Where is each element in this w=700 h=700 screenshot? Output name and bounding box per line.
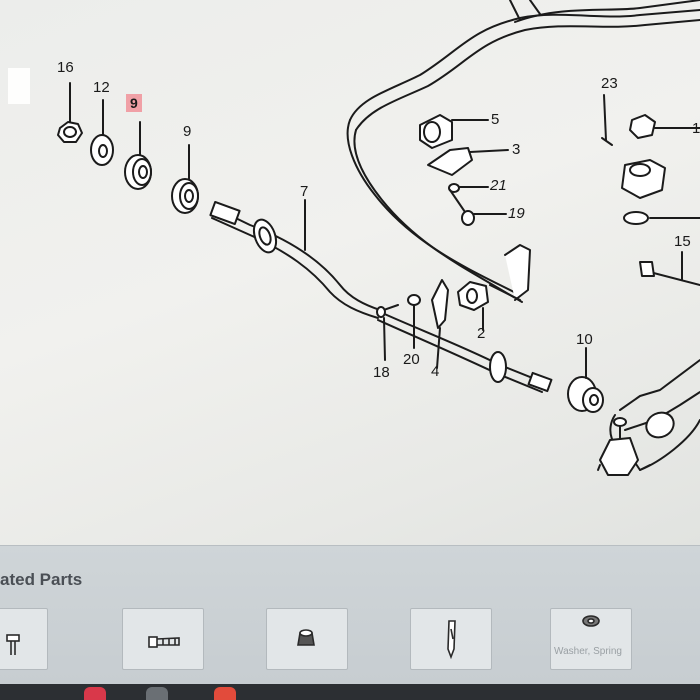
related-part-caption: Washer, Spring xyxy=(554,646,622,657)
related-part-thumb-bolt[interactable] xyxy=(0,608,48,670)
callout-19[interactable]: 19 xyxy=(508,205,525,222)
callout-1[interactable]: 1 xyxy=(692,120,700,137)
callout-3[interactable]: 3 xyxy=(512,141,521,158)
bracket-icon xyxy=(447,620,456,660)
bolt-icon xyxy=(6,634,20,655)
related-parts-heading: ated Parts xyxy=(0,570,83,589)
washer-icon xyxy=(582,615,600,627)
related-part-thumb-screw[interactable] xyxy=(122,608,204,670)
related-part-thumb-bracket[interactable] xyxy=(410,608,492,670)
callout-15[interactable]: 15 xyxy=(674,233,691,250)
related-part-thumb-nut[interactable] xyxy=(266,608,348,670)
callout-2[interactable]: 2 xyxy=(477,325,486,342)
callout-18[interactable]: 18 xyxy=(373,364,390,381)
callout-4[interactable]: 4 xyxy=(431,363,440,380)
callout-5[interactable]: 5 xyxy=(491,111,500,128)
screw-icon xyxy=(148,636,180,648)
callout-23[interactable]: 23 xyxy=(601,75,618,92)
taskbar-app-gray-icon[interactable] xyxy=(146,687,168,700)
callout-9-highlighted[interactable]: 9 xyxy=(126,94,142,112)
callout-9[interactable]: 9 xyxy=(183,123,192,140)
callout-7[interactable]: 7 xyxy=(300,183,309,200)
taskbar-app-red-icon[interactable] xyxy=(84,687,106,700)
taskbar xyxy=(0,684,700,700)
nut-icon xyxy=(297,629,315,646)
callout-21[interactable]: 21 xyxy=(490,177,507,194)
callout-10[interactable]: 10 xyxy=(576,331,593,348)
callout-16[interactable]: 16 xyxy=(57,59,74,76)
related-part-thumb-washer[interactable] xyxy=(550,608,632,670)
callout-20[interactable]: 20 xyxy=(403,351,420,368)
related-parts-panel: ated Parts xyxy=(0,545,700,700)
exploded-view-drawing xyxy=(8,0,700,476)
parts-diagram[interactable]: 16 12 9 9 7 5 3 21 19 23 1 15 2 18 20 4 … xyxy=(0,0,700,545)
callout-12[interactable]: 12 xyxy=(93,79,110,96)
taskbar-app-orange-icon[interactable] xyxy=(214,687,236,700)
